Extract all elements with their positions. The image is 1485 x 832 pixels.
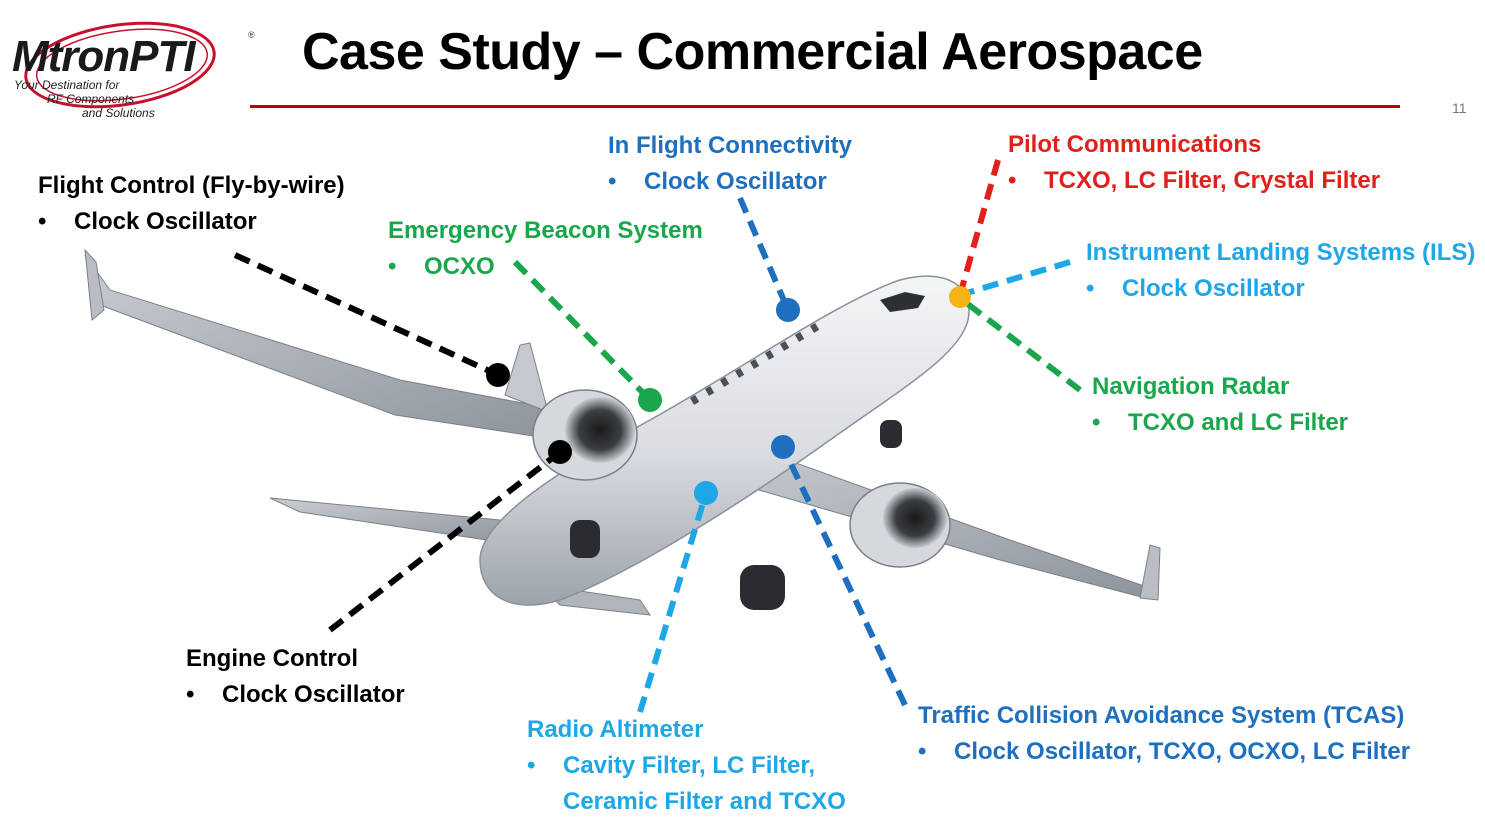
logo-tagline-1: Your Destination for xyxy=(14,78,120,92)
callout-heading: Pilot Communications xyxy=(1008,131,1262,158)
callout-heading: Emergency Beacon System xyxy=(388,217,703,244)
callout-item: •Cavity Filter, LC Filter, xyxy=(527,752,816,779)
mtronpti-logo: MtronPTI ® Your Destination for RF Compo… xyxy=(10,10,260,122)
callout-in-flight-connectivity: In Flight Connectivity •Clock Oscillator xyxy=(608,128,852,200)
callout-emergency-beacon: Emergency Beacon System •OCXO xyxy=(388,213,703,285)
leader-flight-control xyxy=(233,252,500,378)
logo-swoosh-icon xyxy=(24,21,216,109)
title-rule xyxy=(250,105,1400,108)
callout-item: •OCXO xyxy=(388,253,495,280)
marker-tcas-icon xyxy=(771,435,795,459)
callout-heading: Engine Control xyxy=(186,645,358,672)
callout-heading: Navigation Radar xyxy=(1092,373,1290,400)
page-number: 11 xyxy=(1452,100,1467,116)
marker-emergency-beacon-icon xyxy=(638,388,662,412)
callout-item: •Clock Oscillator xyxy=(608,168,827,195)
leader-pilot-communications xyxy=(957,159,1001,296)
leader-navigation-radar xyxy=(958,295,1082,393)
logo-tagline-2: RF Components xyxy=(47,92,135,106)
callout-navigation-radar: Navigation Radar •TCXO and LC Filter xyxy=(1092,369,1348,441)
airplane-body-icon xyxy=(84,248,1161,616)
marker-engine-control-icon xyxy=(548,440,572,464)
leader-ils xyxy=(959,259,1071,298)
callout-heading: Instrument Landing Systems (ILS) xyxy=(1086,239,1476,266)
leader-emergency-beacon xyxy=(512,259,653,403)
marker-radio-altimeter-icon xyxy=(694,481,718,505)
leader-radio-altimeter xyxy=(637,492,709,713)
logo-registered-mark: ® xyxy=(248,30,255,40)
callout-ils: Instrument Landing Systems (ILS) •Clock … xyxy=(1086,235,1475,307)
callout-item: •Clock Oscillator xyxy=(186,681,405,708)
leader-in-flight-connectivity xyxy=(737,196,791,312)
marker-flight-control-icon xyxy=(486,363,510,387)
marker-in-flight-connectivity-icon xyxy=(776,298,800,322)
callout-radio-altimeter: Radio Altimeter •Cavity Filter, LC Filte… xyxy=(527,712,846,820)
callout-item: •TCXO, LC Filter, Crystal Filter xyxy=(1008,167,1381,194)
logo-name: MtronPTI xyxy=(12,32,196,81)
callout-heading: Radio Altimeter xyxy=(527,716,704,743)
callout-pilot-communications: Pilot Communications •TCXO, LC Filter, C… xyxy=(1008,127,1380,199)
page-title: Case Study – Commercial Aerospace xyxy=(302,23,1203,81)
callout-item: •Clock Oscillator, TCXO, OCXO, LC Filter xyxy=(918,738,1411,765)
callout-item: •TCXO and LC Filter xyxy=(1092,409,1349,436)
callout-flight-control: Flight Control (Fly-by-wire) •Clock Osci… xyxy=(38,168,345,240)
leader-tcas xyxy=(780,445,908,707)
callout-item: •Clock Oscillator xyxy=(38,208,257,235)
callout-heading: In Flight Connectivity xyxy=(608,132,852,159)
marker-pilot-comms-icon xyxy=(949,286,971,308)
callout-item-continued: Ceramic Filter and TCXO xyxy=(563,788,846,815)
callout-item: •Clock Oscillator xyxy=(1086,275,1305,302)
callout-tcas: Traffic Collision Avoidance System (TCAS… xyxy=(918,698,1410,770)
callout-heading: Traffic Collision Avoidance System (TCAS… xyxy=(918,702,1405,729)
callout-engine-control: Engine Control •Clock Oscillator xyxy=(186,641,405,713)
logo-tagline-3: and Solutions xyxy=(82,106,155,120)
callout-heading: Flight Control (Fly-by-wire) xyxy=(38,172,345,199)
